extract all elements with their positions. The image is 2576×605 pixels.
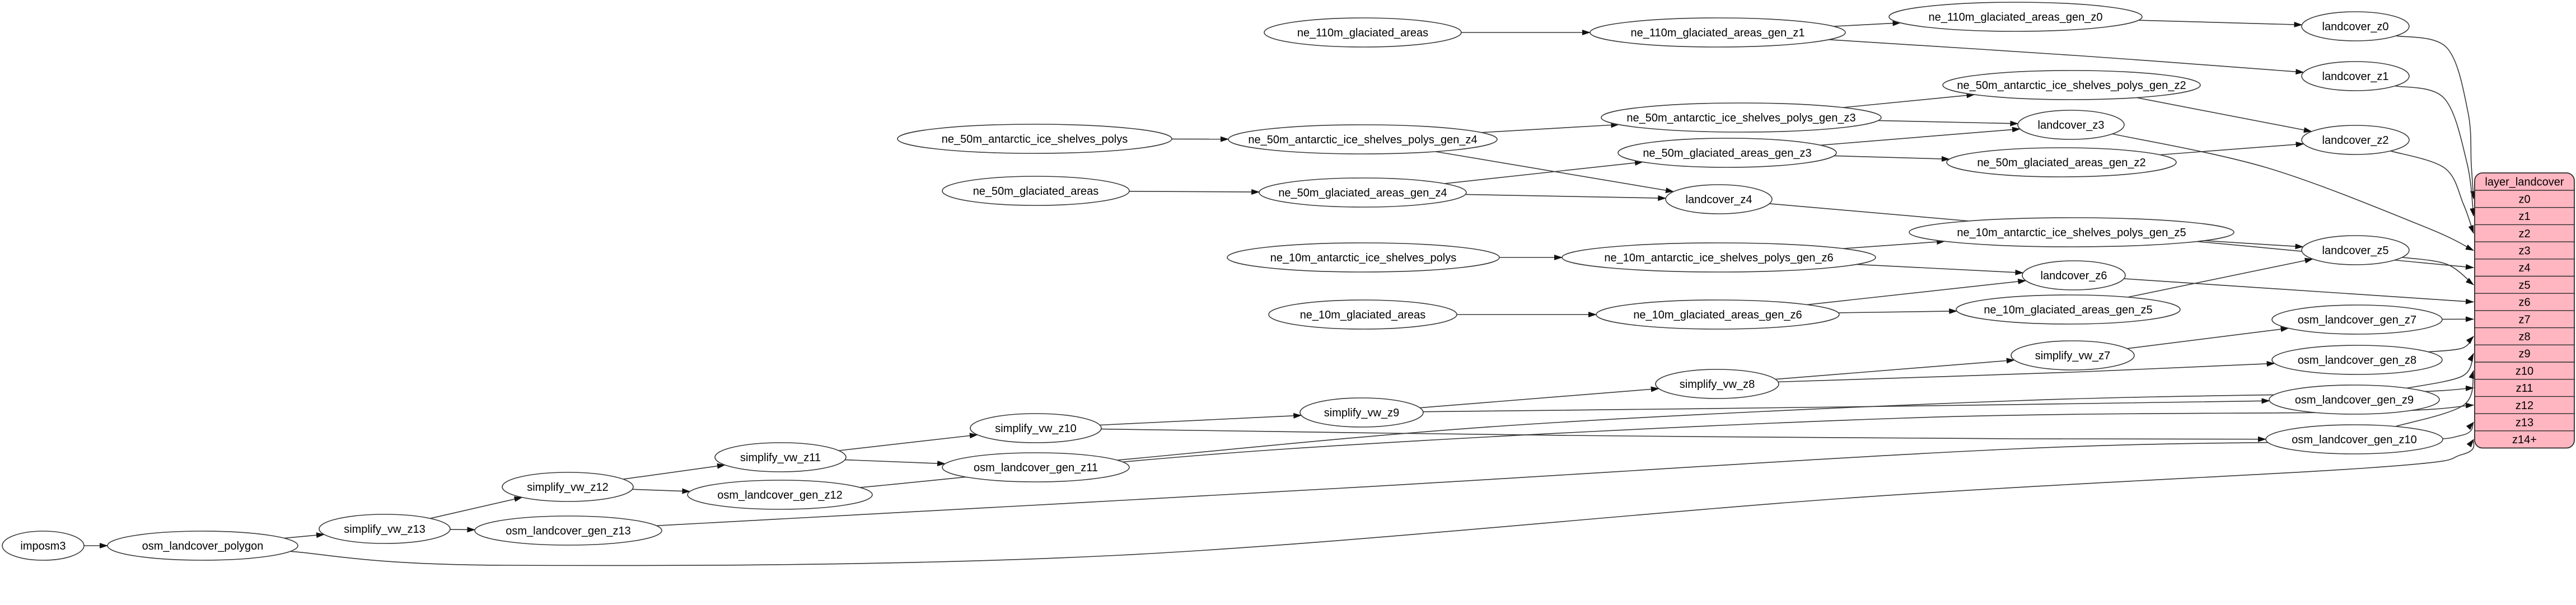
node-ne_10m_glaciated_areas: ne_10m_glaciated_areas [1269,300,1457,329]
node-ne_10m_glaciated_areas_gen_z5: ne_10m_glaciated_areas_gen_z5 [1956,295,2180,324]
ne_10m_antarctic_ice_shelves_polys-label: ne_10m_antarctic_ice_shelves_polys [1270,252,1456,264]
ne_50m_glaciated_areas-label: ne_50m_glaciated_areas [973,185,1099,198]
simplify_vw_z12-label: simplify_vw_z12 [527,481,609,494]
node-ne_110m_glaciated_areas: ne_110m_glaciated_areas [1264,18,1461,47]
node-osm_landcover_gen_z7: osm_landcover_gen_z7 [2272,305,2442,334]
ne_50m_glaciated_areas_gen_z2-label: ne_50m_glaciated_areas_gen_z2 [1977,157,2145,169]
osm_landcover_polygon-label: osm_landcover_polygon [142,540,264,552]
node-ne_50m_antarctic_ice_shelves_polys_gen_z4: ne_50m_antarctic_ice_shelves_polys_gen_z… [1228,125,1497,154]
imposm3-label: imposm3 [20,540,66,552]
simplify_vw_z7-label: simplify_vw_z7 [2035,350,2110,362]
ne_50m_antarctic_ice_shelves_polys_gen_z3-label: ne_50m_antarctic_ice_shelves_polys_gen_z… [1626,112,1855,124]
node-osm_landcover_gen_z10: osm_landcover_gen_z10 [2266,425,2443,454]
record-row-z2: z2 [2518,228,2530,240]
node-osm_landcover_gen_z9: osm_landcover_gen_z9 [2269,385,2439,414]
record-row-z5: z5 [2518,279,2530,292]
node-ne_50m_glaciated_areas_gen_z4: ne_50m_glaciated_areas_gen_z4 [1259,178,1466,207]
record-row-z6: z6 [2518,297,2530,309]
record-row-z4: z4 [2518,262,2530,274]
node-ne_50m_antarctic_ice_shelves_polys_gen_z2: ne_50m_antarctic_ice_shelves_polys_gen_z… [1943,71,2200,100]
node-osm_landcover_polygon: osm_landcover_polygon [107,531,298,560]
osm_landcover_gen_z9-label: osm_landcover_gen_z9 [2295,394,2414,406]
record-row-z14+: z14+ [2512,434,2537,446]
node-landcover_z5: landcover_z5 [2302,236,2409,265]
node-ne_110m_glaciated_areas_gen_z0: ne_110m_glaciated_areas_gen_z0 [1889,2,2142,31]
node-osm_landcover_gen_z13: osm_landcover_gen_z13 [475,516,662,545]
record-row-z8: z8 [2518,331,2530,343]
ne_50m_glaciated_areas_gen_z3-label: ne_50m_glaciated_areas_gen_z3 [1643,147,1811,160]
osm_landcover_gen_z11-label: osm_landcover_gen_z11 [974,462,1098,474]
record-row-z10: z10 [2516,365,2533,377]
node-landcover_z6: landcover_z6 [2022,261,2125,290]
node-landcover_z3: landcover_z3 [2018,110,2124,139]
node-landcover_z2: landcover_z2 [2302,125,2409,154]
record-row-z11: z11 [2516,382,2533,395]
record-row-z0: z0 [2518,193,2530,205]
ne_110m_glaciated_areas_gen_z0-label: ne_110m_glaciated_areas_gen_z0 [1929,11,2103,24]
simplify_vw_z9-label: simplify_vw_z9 [1324,407,1399,419]
node-ne_10m_antarctic_ice_shelves_polys_gen_z5: ne_10m_antarctic_ice_shelves_polys_gen_z… [1909,218,2234,247]
node-ne_50m_glaciated_areas_gen_z2: ne_50m_glaciated_areas_gen_z2 [1947,148,2176,177]
record-layer-landcover: layer_landcover z0 z1 z2 z3 z4 z5 z6 z7 z8 z9 z10 z1… [2475,173,2574,448]
osm_landcover_gen_z8-label: osm_landcover_gen_z8 [2298,354,2416,367]
record-row-z3: z3 [2518,245,2530,257]
osm_landcover_gen_z10-label: osm_landcover_gen_z10 [2292,434,2417,446]
node-ne_50m_glaciated_areas: ne_50m_glaciated_areas [942,176,1129,205]
node-simplify_vw_z12: simplify_vw_z12 [502,472,633,501]
node-ne_50m_antarctic_ice_shelves_polys: ne_50m_antarctic_ice_shelves_polys [897,124,1172,153]
landcover_z5-label: landcover_z5 [2322,245,2389,257]
node-ne_10m_antarctic_ice_shelves_polys_gen_z6: ne_10m_antarctic_ice_shelves_polys_gen_z… [1562,243,1876,272]
node-simplify_vw_z13: simplify_vw_z13 [319,514,450,543]
node-simplify_vw_z7: simplify_vw_z7 [2011,341,2134,370]
record-row-z9: z9 [2518,348,2530,360]
record-row-z1: z1 [2518,210,2530,223]
record-row-z13: z13 [2516,416,2533,429]
node-landcover_z1: landcover_z1 [2302,62,2409,91]
node-ne_50m_glaciated_areas_gen_z3: ne_50m_glaciated_areas_gen_z3 [1618,138,1836,167]
ne_50m_antarctic_ice_shelves_polys_gen_z2-label: ne_50m_antarctic_ice_shelves_polys_gen_z… [1957,79,2186,92]
ne_10m_glaciated_areas-label: ne_10m_glaciated_areas [1300,309,1426,321]
landcover_z1-label: landcover_z1 [2322,71,2389,83]
landcover_z0-label: landcover_z0 [2322,21,2389,33]
node-imposm3: imposm3 [2,531,84,560]
landcover_z4-label: landcover_z4 [1686,194,1752,206]
ne_50m_antarctic_ice_shelves_polys_gen_z4-label: ne_50m_antarctic_ice_shelves_polys_gen_z… [1248,134,1477,146]
landcover_z3-label: landcover_z3 [2038,119,2105,132]
ne_50m_glaciated_areas_gen_z4-label: ne_50m_glaciated_areas_gen_z4 [1278,187,1447,199]
node-ne_10m_glaciated_areas_gen_z6: ne_10m_glaciated_areas_gen_z6 [1596,300,1839,329]
ne_50m_antarctic_ice_shelves_polys-label: ne_50m_antarctic_ice_shelves_polys [942,133,1128,146]
node-simplify_vw_z11: simplify_vw_z11 [715,443,846,472]
record-row-z7: z7 [2518,313,2530,326]
node-osm_landcover_gen_z8: osm_landcover_gen_z8 [2272,345,2442,374]
node-simplify_vw_z10: simplify_vw_z10 [970,414,1101,443]
osm_landcover_gen_z12-label: osm_landcover_gen_z12 [717,489,843,501]
node-ne_110m_glaciated_areas_gen_z1: ne_110m_glaciated_areas_gen_z1 [1590,18,1845,47]
node-osm_landcover_gen_z12: osm_landcover_gen_z12 [688,480,872,509]
node-ne_10m_antarctic_ice_shelves_polys: ne_10m_antarctic_ice_shelves_polys [1227,243,1499,272]
landcover_z6-label: landcover_z6 [2041,270,2107,282]
node-landcover_z0: landcover_z0 [2302,12,2409,41]
node-osm_landcover_gen_z11: osm_landcover_gen_z11 [942,453,1129,482]
simplify_vw_z11-label: simplify_vw_z11 [740,452,821,464]
node-ne_50m_antarctic_ice_shelves_polys_gen_z3: ne_50m_antarctic_ice_shelves_polys_gen_z… [1601,103,1881,132]
record-row-z12: z12 [2516,400,2533,412]
node-simplify_vw_z8: simplify_vw_z8 [1656,369,1779,398]
ne_10m_antarctic_ice_shelves_polys_gen_z5-label: ne_10m_antarctic_ice_shelves_polys_gen_z… [1957,227,2186,239]
ne_10m_glaciated_areas_gen_z6-label: ne_10m_glaciated_areas_gen_z6 [1633,309,1802,321]
osm_landcover_gen_z13-label: osm_landcover_gen_z13 [506,525,631,537]
ne_10m_glaciated_areas_gen_z5-label: ne_10m_glaciated_areas_gen_z5 [1984,304,2152,316]
osm_landcover_gen_z7-label: osm_landcover_gen_z7 [2298,314,2416,326]
simplify_vw_z10-label: simplify_vw_z10 [995,423,1077,435]
simplify_vw_z13-label: simplify_vw_z13 [344,523,426,536]
ne_110m_glaciated_areas-label: ne_110m_glaciated_areas [1297,27,1428,39]
node-simplify_vw_z9: simplify_vw_z9 [1300,398,1423,427]
node-landcover_z4: landcover_z4 [1666,185,1772,214]
simplify_vw_z8-label: simplify_vw_z8 [1680,378,1755,391]
ne_10m_antarctic_ice_shelves_polys_gen_z6-label: ne_10m_antarctic_ice_shelves_polys_gen_z… [1604,252,1833,264]
ne_110m_glaciated_areas_gen_z1-label: ne_110m_glaciated_areas_gen_z1 [1631,27,1805,39]
landcover_z2-label: landcover_z2 [2322,134,2389,147]
record-title: layer_landcover [2485,176,2564,189]
